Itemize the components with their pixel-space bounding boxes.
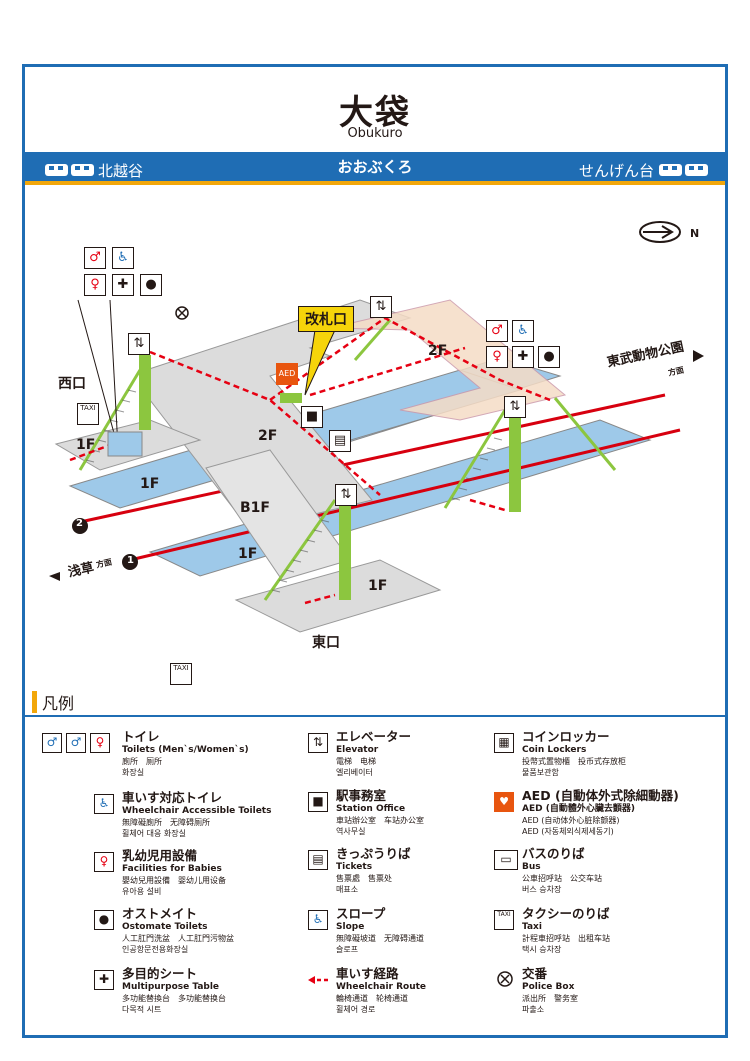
track-2-number: 2	[76, 518, 83, 529]
toilet-icon: ♂	[84, 247, 106, 269]
ostomate-icon: ●	[94, 910, 114, 930]
floor-2f-label: 2F	[258, 428, 278, 444]
track-1-number: 1	[127, 555, 134, 566]
map-frame	[22, 64, 728, 1038]
wheelchair-toilet-icon: ♿	[112, 247, 134, 269]
toilet-women-icon: ♀	[90, 733, 110, 753]
north-arrow-icon: N	[639, 221, 699, 243]
next-station: せんげん台	[578, 162, 654, 180]
legend-divider	[25, 715, 725, 717]
ostomate-icon: ●	[538, 346, 560, 368]
ticket-gate-marker	[280, 393, 302, 403]
taxi-icon: TAXI	[494, 910, 514, 930]
toilet-icon: ♂	[486, 320, 508, 342]
ticket-gate-label: 改札口	[298, 306, 354, 332]
ostomate-icon: ●	[140, 274, 162, 296]
baby-facilities-icon: ♀	[94, 852, 114, 872]
east-exit-label: 東口	[312, 635, 340, 651]
route-bar-accent	[25, 181, 725, 185]
tickets-icon: ▤	[329, 430, 351, 452]
bus-icon: ▭	[494, 850, 518, 870]
direction-asakusa-arrow	[49, 572, 60, 581]
taxi-icon: TAXI	[170, 663, 192, 685]
station-hiragana: おおぶくろ	[337, 158, 413, 176]
station-name: 大袋	[339, 93, 411, 133]
elevator-icon: ⇅	[370, 296, 392, 318]
tickets-icon: ▤	[308, 850, 328, 870]
wheelchair-toilet-icon: ♿	[512, 320, 534, 342]
multipurpose-table-icon: ✚	[112, 274, 134, 296]
wheelchair-route-icon	[308, 976, 330, 984]
wheelchair-toilet-icon: ♿	[94, 794, 114, 814]
elevator-icon: ⇅	[504, 396, 526, 418]
police-box-icon	[497, 971, 513, 987]
floor-1f-tracks-west-label: 1F	[140, 476, 160, 492]
floor-1f-east	[234, 559, 442, 633]
toilet-men-icon: ♂	[66, 733, 86, 753]
station-romaji: Obukuro	[347, 126, 403, 141]
floor-2f-upper-label: 2F	[428, 343, 448, 359]
floor-1f-east-label: 1F	[368, 578, 388, 594]
train-right-icon	[659, 164, 708, 176]
taxi-icon: TAXI	[77, 403, 99, 425]
station-map: N	[49, 221, 704, 633]
route-bar	[25, 152, 725, 181]
station-office-icon: ■	[301, 406, 323, 428]
track-2	[79, 393, 666, 524]
station-office-icon: ■	[308, 792, 328, 812]
multipurpose-table-icon: ✚	[94, 970, 114, 990]
multipurpose-table-icon: ✚	[512, 346, 534, 368]
aed-icon: AED	[276, 363, 298, 385]
toilet-icon: ♂	[42, 733, 62, 753]
legend-item-aed: AED (自動体外式除細動器)AED (自動體外心臟去顫器)AED (自动体外心…	[522, 788, 679, 836]
track-2-badge	[72, 518, 88, 534]
slope-icon: ♿	[308, 910, 328, 930]
elevator-icon: ⇅	[335, 484, 357, 506]
coin-locker-icon: ▦	[494, 733, 514, 753]
baby-facilities-icon: ♀	[486, 346, 508, 368]
legend-heading: 凡例	[31, 690, 74, 714]
baby-facilities-icon: ♀	[84, 274, 106, 296]
elevator-icon: ⇅	[308, 733, 328, 753]
track-1-badge	[122, 554, 138, 570]
aed-icon: ♥	[494, 792, 514, 812]
direction-zoo-arrow	[693, 350, 704, 362]
train-left-icon	[45, 164, 94, 176]
west-exit-label: 西口	[58, 376, 86, 392]
floor-b1f-label: B1F	[240, 500, 270, 516]
floor-1f-tracks-east-label: 1F	[238, 546, 258, 562]
prev-station: 北越谷	[98, 162, 144, 180]
concourse-2f-upper	[329, 299, 567, 421]
svg-text:N: N	[690, 227, 699, 240]
elevator-icon: ⇅	[128, 333, 150, 355]
floor-1f-west-label: 1F	[76, 437, 96, 453]
police-box-icon	[175, 306, 189, 320]
track-1	[129, 428, 681, 562]
